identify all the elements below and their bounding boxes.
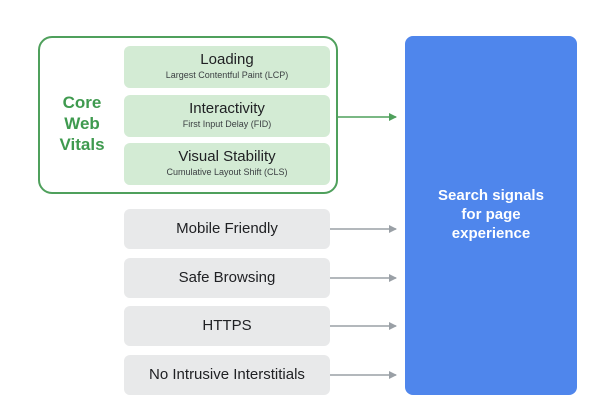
core-web-vitals-label-line: Core [62, 93, 102, 112]
core-web-vitals-label: Core Web Vitals [50, 92, 114, 155]
metric-title: Interactivity [189, 100, 265, 117]
metric-visual-stability: Visual Stability Cumulative Layout Shift… [124, 143, 330, 185]
core-web-vitals-label-line: Web [64, 114, 100, 133]
metric-subtitle: Largest Contentful Paint (LCP) [165, 70, 289, 80]
metric-subtitle: Cumulative Layout Shift (CLS) [166, 167, 288, 177]
metric-title: Loading [200, 51, 254, 68]
metric-subtitle: First Input Delay (FID) [182, 119, 272, 129]
signal-no-intrusive-interstitials: No Intrusive Interstitials [124, 355, 330, 395]
page-experience-label-line: experience [451, 225, 531, 242]
signal-mobile-friendly: Mobile Friendly [124, 209, 330, 249]
signal-https: HTTPS [124, 306, 330, 346]
metric-loading: Loading Largest Contentful Paint (LCP) [124, 46, 330, 88]
core-web-vitals-label-line: Vitals [59, 135, 105, 154]
page-experience-label-line: Search signals [438, 187, 544, 204]
metric-interactivity: Interactivity First Input Delay (FID) [124, 95, 330, 137]
page-experience-label-line: for page [461, 206, 521, 223]
metric-title: Visual Stability [178, 148, 276, 165]
page-experience-label: Search signals for page experience [405, 186, 577, 243]
signal-safe-browsing: Safe Browsing [124, 258, 330, 298]
core-web-vitals-group [38, 36, 338, 194]
page-experience-box: Search signals for page experience [405, 36, 577, 395]
